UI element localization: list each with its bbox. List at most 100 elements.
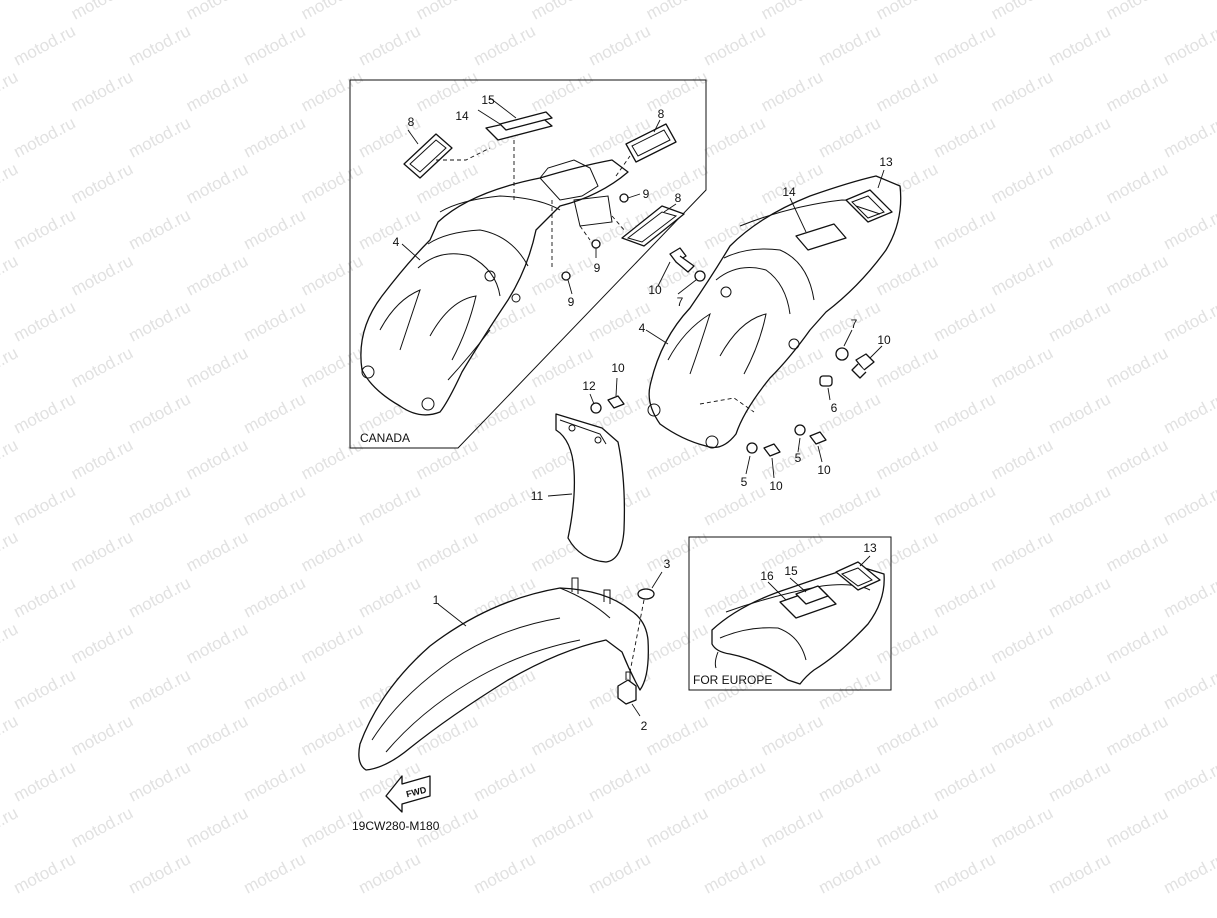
- reflector-top-canada[interactable]: [625, 123, 677, 163]
- watermark-text: motod.ru: [68, 803, 136, 851]
- label-b-europe[interactable]: [795, 585, 829, 605]
- watermark-text: motod.ru: [125, 21, 193, 69]
- bolt-flap[interactable]: [607, 395, 625, 409]
- watermark-text: motod.ru: [930, 21, 998, 69]
- europe-inset: FOR EUROPE: [688, 536, 892, 691]
- emblem-europe[interactable]: [835, 561, 881, 591]
- flap-washer[interactable]: [590, 402, 602, 414]
- mud-flap[interactable]: [555, 413, 626, 563]
- watermark-text: motod.ru: [470, 757, 538, 805]
- watermark-text: motod.ru: [183, 803, 251, 851]
- watermark-text: motod.ru: [355, 573, 423, 621]
- nut-a-canada[interactable]: [619, 193, 629, 203]
- reflector-left-canada[interactable]: [403, 133, 453, 179]
- front-washer[interactable]: [637, 588, 655, 600]
- watermark-text: motod.ru: [1045, 481, 1113, 529]
- callout-2: 2: [641, 719, 648, 733]
- rear-fender-europe[interactable]: [711, 565, 885, 685]
- callout-1: 1: [433, 593, 440, 607]
- label-main[interactable]: [795, 223, 847, 251]
- washer-right[interactable]: [835, 347, 849, 361]
- washer-left[interactable]: [694, 270, 706, 282]
- watermark-text: motod.ru: [1160, 21, 1217, 69]
- watermark-text: motod.ru: [298, 343, 366, 391]
- nut-b-canada[interactable]: [591, 239, 601, 249]
- watermark-text: motod.ru: [10, 849, 78, 897]
- bolt-bottom-a[interactable]: [809, 431, 827, 445]
- watermark-text: motod.ru: [758, 67, 826, 115]
- callout-7-right: 7: [851, 317, 858, 331]
- watermark-text: motod.ru: [470, 389, 538, 437]
- watermark-text: motod.ru: [1045, 757, 1113, 805]
- watermark-text: motod.ru: [240, 481, 308, 529]
- watermark-text: motod.ru: [815, 849, 883, 897]
- watermark-text: motod.ru: [1160, 205, 1217, 253]
- watermark-text: motod.ru: [930, 205, 998, 253]
- watermark-text: motod.ru: [125, 389, 193, 437]
- watermark-text: motod.ru: [700, 481, 768, 529]
- bolt-right-upper[interactable]: [851, 353, 875, 379]
- watermark-text: motod.ru: [930, 389, 998, 437]
- callout-14-canada: 14: [455, 109, 469, 123]
- watermark-text: motod.ru: [930, 573, 998, 621]
- watermark-text: motod.ru: [873, 527, 941, 575]
- watermark-text: motod.ru: [643, 711, 711, 759]
- watermark-text: motod.ru: [68, 619, 136, 667]
- watermark-text: motod.ru: [988, 159, 1056, 207]
- watermark-text: motod.ru: [758, 711, 826, 759]
- watermark-text: motod.ru: [10, 21, 78, 69]
- watermark-text: motod.ru: [758, 0, 826, 24]
- watermark-text: motod.ru: [68, 343, 136, 391]
- watermark-text: motod.ru: [1160, 665, 1217, 713]
- rear-fender-main[interactable]: [647, 175, 902, 449]
- callout-6: 6: [831, 401, 838, 415]
- watermark-text: motod.ru: [470, 849, 538, 897]
- watermark-text: motod.ru: [815, 389, 883, 437]
- watermark-text: motod.ru: [930, 665, 998, 713]
- watermark-text: motod.ru: [1045, 389, 1113, 437]
- watermark-text: motod.ru: [0, 435, 21, 483]
- watermark-text: motod.ru: [873, 67, 941, 115]
- watermark-text: motod.ru: [68, 67, 136, 115]
- watermark-text: motod.ru: [585, 21, 653, 69]
- callout-13-europe: 13: [863, 541, 877, 555]
- damper[interactable]: [819, 375, 833, 387]
- watermark-text: motod.ru: [10, 389, 78, 437]
- watermark-text: motod.ru: [873, 803, 941, 851]
- watermark-text: motod.ru: [68, 435, 136, 483]
- canada-inset-caption: CANADA: [360, 431, 410, 445]
- emblem-main[interactable]: [845, 189, 893, 223]
- callout-3: 3: [664, 557, 671, 571]
- watermark-text: motod.ru: [68, 0, 136, 24]
- front-fender[interactable]: [358, 577, 649, 771]
- watermark-text: motod.ru: [873, 435, 941, 483]
- watermark-text: motod.ru: [1045, 573, 1113, 621]
- nut-c-canada[interactable]: [561, 271, 571, 281]
- label-b-canada[interactable]: [499, 111, 553, 131]
- front-bolt[interactable]: [617, 671, 637, 705]
- watermark-text: motod.ru: [988, 711, 1056, 759]
- watermark-text: motod.ru: [930, 297, 998, 345]
- watermark-text: motod.ru: [1045, 205, 1113, 253]
- collar-right[interactable]: [794, 424, 806, 436]
- callout-10-bottom-a: 10: [817, 463, 831, 477]
- reflector-side-canada[interactable]: [621, 205, 685, 247]
- bolt-bottom-b[interactable]: [763, 443, 781, 457]
- watermark-text: motod.ru: [355, 849, 423, 897]
- watermark-text: motod.ru: [930, 113, 998, 161]
- watermark-text: motod.ru: [585, 757, 653, 805]
- watermark-text: motod.ru: [470, 481, 538, 529]
- rear-fender-canada[interactable]: [360, 159, 629, 416]
- watermark-text: motod.ru: [10, 205, 78, 253]
- watermark-text: motod.ru: [355, 481, 423, 529]
- watermark-text: motod.ru: [0, 527, 21, 575]
- watermark-text: motod.ru: [298, 0, 366, 24]
- fwd-arrow-icon: FWD: [385, 775, 431, 813]
- callout-15-canada: 15: [481, 93, 495, 107]
- watermark-text: motod.ru: [240, 665, 308, 713]
- watermark-text: motod.ru: [1103, 159, 1171, 207]
- collar-left[interactable]: [746, 442, 758, 454]
- watermark-text: motod.ru: [183, 527, 251, 575]
- bolt-top-left[interactable]: [669, 247, 695, 273]
- watermark-text: motod.ru: [1103, 343, 1171, 391]
